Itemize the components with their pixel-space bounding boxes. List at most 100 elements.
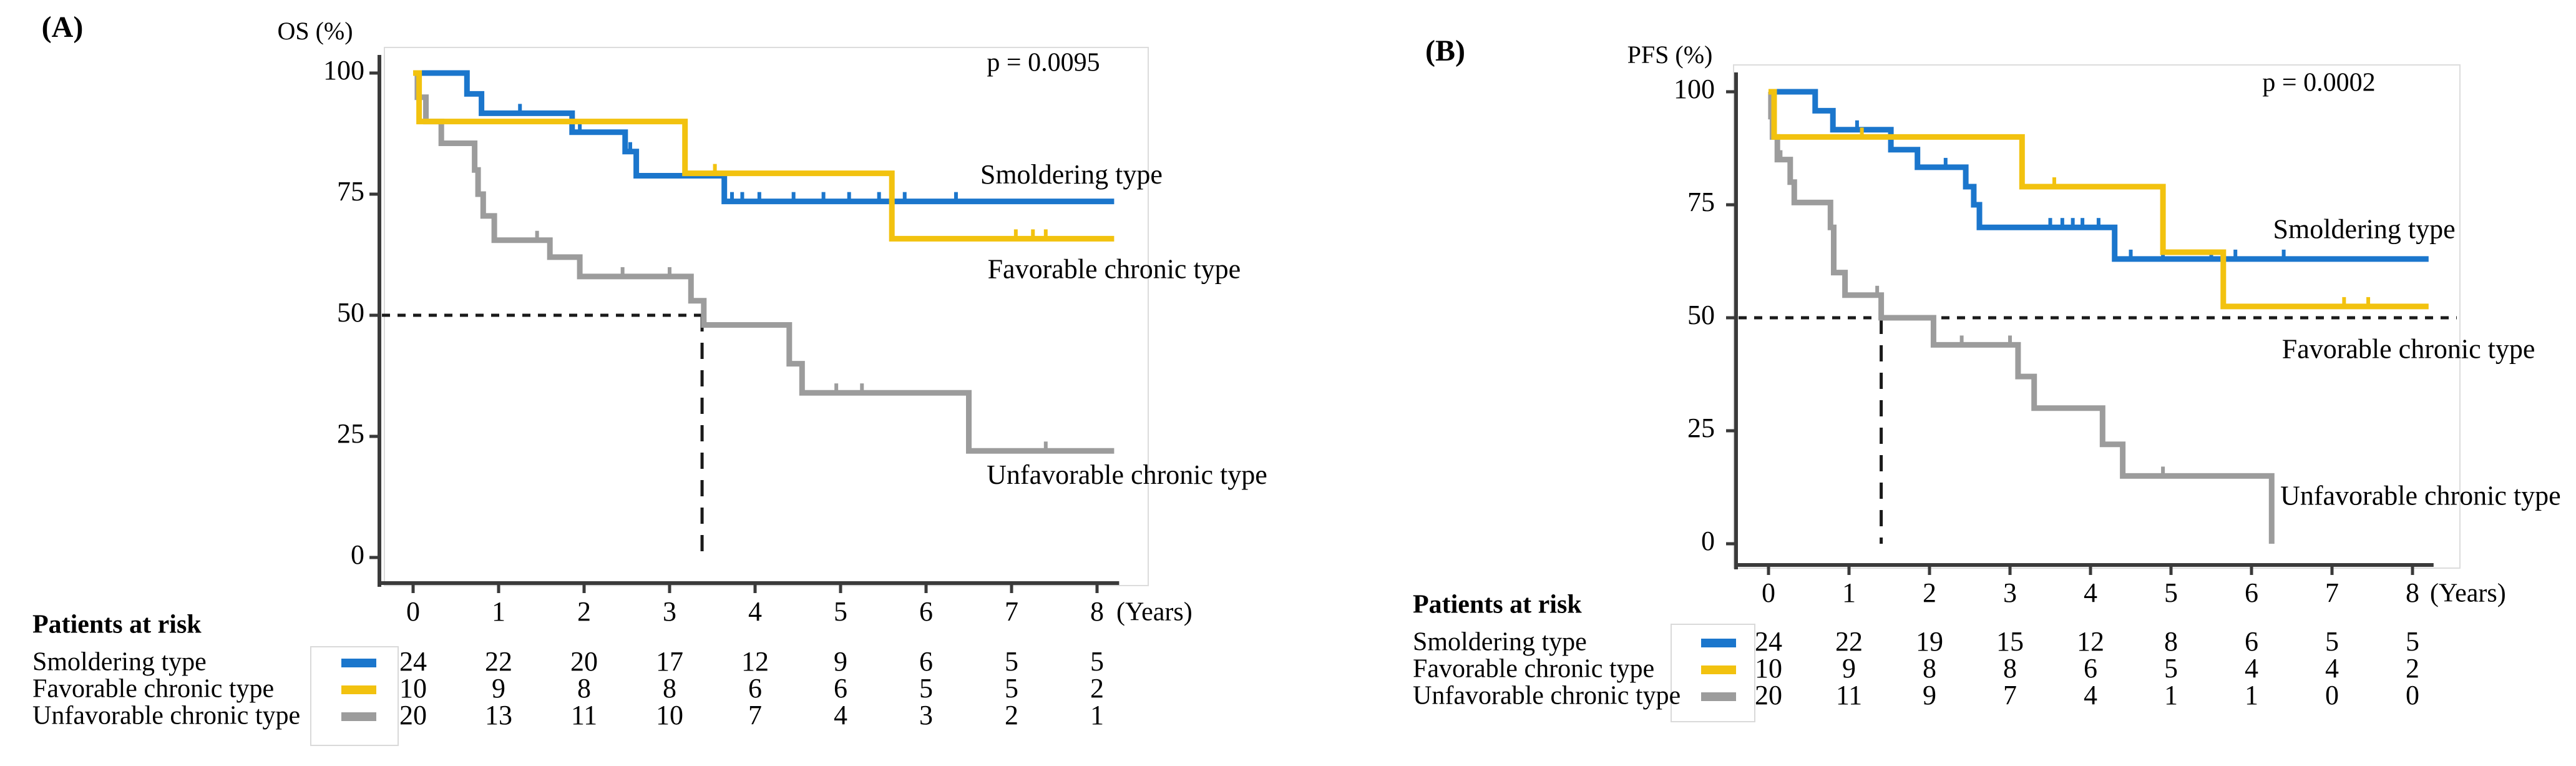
x-tick-label: 3 [663,596,676,627]
at-risk-count: 22 [1835,626,1863,657]
p-value-annotation: p = 0.0002 [2262,69,2375,97]
at-risk-count: 24 [399,646,427,677]
at-risk-count: 5 [1005,673,1018,704]
at-risk-row-label: Smoldering type [1413,628,1587,657]
y-tick-label: 100 [1674,74,1715,104]
curve-label-favorable-chronic-type: Favorable chronic type [988,253,1241,284]
at-risk-count: 12 [2077,626,2104,657]
at-risk-count: 17 [656,646,683,677]
at-risk-count: 6 [2245,626,2258,657]
at-risk-count: 20 [399,700,427,730]
km-curve-favorable-chronic-type [413,70,1115,242]
y-tick-label: 50 [337,297,364,328]
p-value-annotation: p = 0.0095 [987,49,1100,77]
patients-at-risk-title: Patients at risk [32,611,202,639]
panel-A [310,47,1149,746]
at-risk-count: 1 [2164,680,2178,710]
at-risk-row-label: Unfavorable chronic type [32,702,300,730]
x-axis-unit-label: (Years) [1116,598,1193,627]
x-tick-label: 0 [1762,577,1775,608]
x-tick-label: 6 [919,596,933,627]
at-risk-count: 4 [2325,653,2339,684]
x-tick-label: 7 [2325,577,2339,608]
x-tick-label: 3 [2003,577,2017,608]
at-risk-count: 6 [919,646,933,677]
x-tick-label: 5 [834,596,847,627]
at-risk-count: 3 [919,700,933,730]
y-tick-label: 0 [351,539,364,570]
at-risk-count: 10 [656,700,683,730]
at-risk-count: 8 [577,673,591,704]
at-risk-count: 1 [2245,680,2258,710]
at-risk-count: 0 [2406,680,2419,710]
at-risk-count: 9 [492,673,505,704]
curve-label-unfavorable-chronic-type: Unfavorable chronic type [987,459,1267,490]
panel-label: (B) [1425,34,1465,67]
at-risk-count: 19 [1916,626,1943,657]
y-tick-label: 50 [1687,300,1715,330]
x-tick-label: 7 [1005,596,1018,627]
at-risk-count: 5 [919,673,933,704]
y-axis-title: OS (%) [277,17,353,45]
at-risk-count: 6 [834,673,847,704]
at-risk-count: 2 [1005,700,1018,730]
x-tick-label: 4 [748,596,762,627]
at-risk-count: 5 [1005,646,1018,677]
curve-label-smoldering-type: Smoldering type [2273,214,2456,245]
at-risk-count: 22 [485,646,512,677]
at-risk-count: 11 [1836,680,1862,710]
at-risk-count: 5 [1090,646,1104,677]
at-risk-count: 4 [834,700,847,730]
km-curve-smoldering-type [1769,89,2429,262]
at-risk-count: 5 [2164,653,2178,684]
x-tick-label: 4 [2084,577,2097,608]
at-risk-count: 5 [2406,626,2419,657]
at-risk-count: 8 [663,673,676,704]
at-risk-count: 8 [1923,653,1936,684]
x-tick-label: 5 [2164,577,2178,608]
at-risk-count: 13 [485,700,512,730]
x-tick-label: 8 [2406,577,2419,608]
at-risk-count: 10 [1755,653,1782,684]
x-tick-label: 0 [406,596,420,627]
at-risk-count: 8 [2003,653,2017,684]
at-risk-count: 12 [741,646,769,677]
y-tick-label: 75 [337,176,364,207]
at-risk-count: 4 [2245,653,2258,684]
y-tick-label: 25 [1687,413,1715,443]
at-risk-count: 6 [2084,653,2097,684]
y-axis-title: PFS (%) [1627,41,1713,69]
at-risk-row-label: Unfavorable chronic type [1413,682,1681,710]
y-tick-label: 25 [337,418,364,449]
x-axis-unit-label: (Years) [2430,579,2506,608]
at-risk-count: 2 [1090,673,1104,704]
at-risk-count: 24 [1755,626,1782,657]
at-risk-count: 20 [570,646,598,677]
x-tick-label: 1 [492,596,505,627]
patients-at-risk-title: Patients at risk [1413,591,1582,619]
x-tick-label: 6 [2245,577,2258,608]
at-risk-count: 2 [2406,653,2419,684]
at-risk-count: 0 [2325,680,2339,710]
y-tick-label: 0 [1701,526,1715,556]
curve-label-favorable-chronic-type: Favorable chronic type [2282,333,2535,364]
curve-label-unfavorable-chronic-type: Unfavorable chronic type [2280,481,2561,511]
at-risk-count: 9 [834,646,847,677]
at-risk-count: 15 [1996,626,2024,657]
at-risk-count: 7 [2003,680,2017,710]
at-risk-count: 5 [2325,626,2339,657]
km-curve-favorable-chronic-type [1769,89,2429,310]
at-risk-count: 7 [748,700,762,730]
at-risk-row-label: Favorable chronic type [1413,655,1654,684]
at-risk-count: 1 [1090,700,1104,730]
at-risk-row-label: Favorable chronic type [32,675,274,704]
x-tick-label: 2 [1923,577,1936,608]
at-risk-count: 6 [748,673,762,704]
at-risk-count: 9 [1923,680,1936,710]
y-tick-label: 100 [323,55,364,86]
at-risk-count: 20 [1755,680,1782,710]
y-tick-label: 75 [1687,187,1715,217]
at-risk-count: 11 [571,700,597,730]
